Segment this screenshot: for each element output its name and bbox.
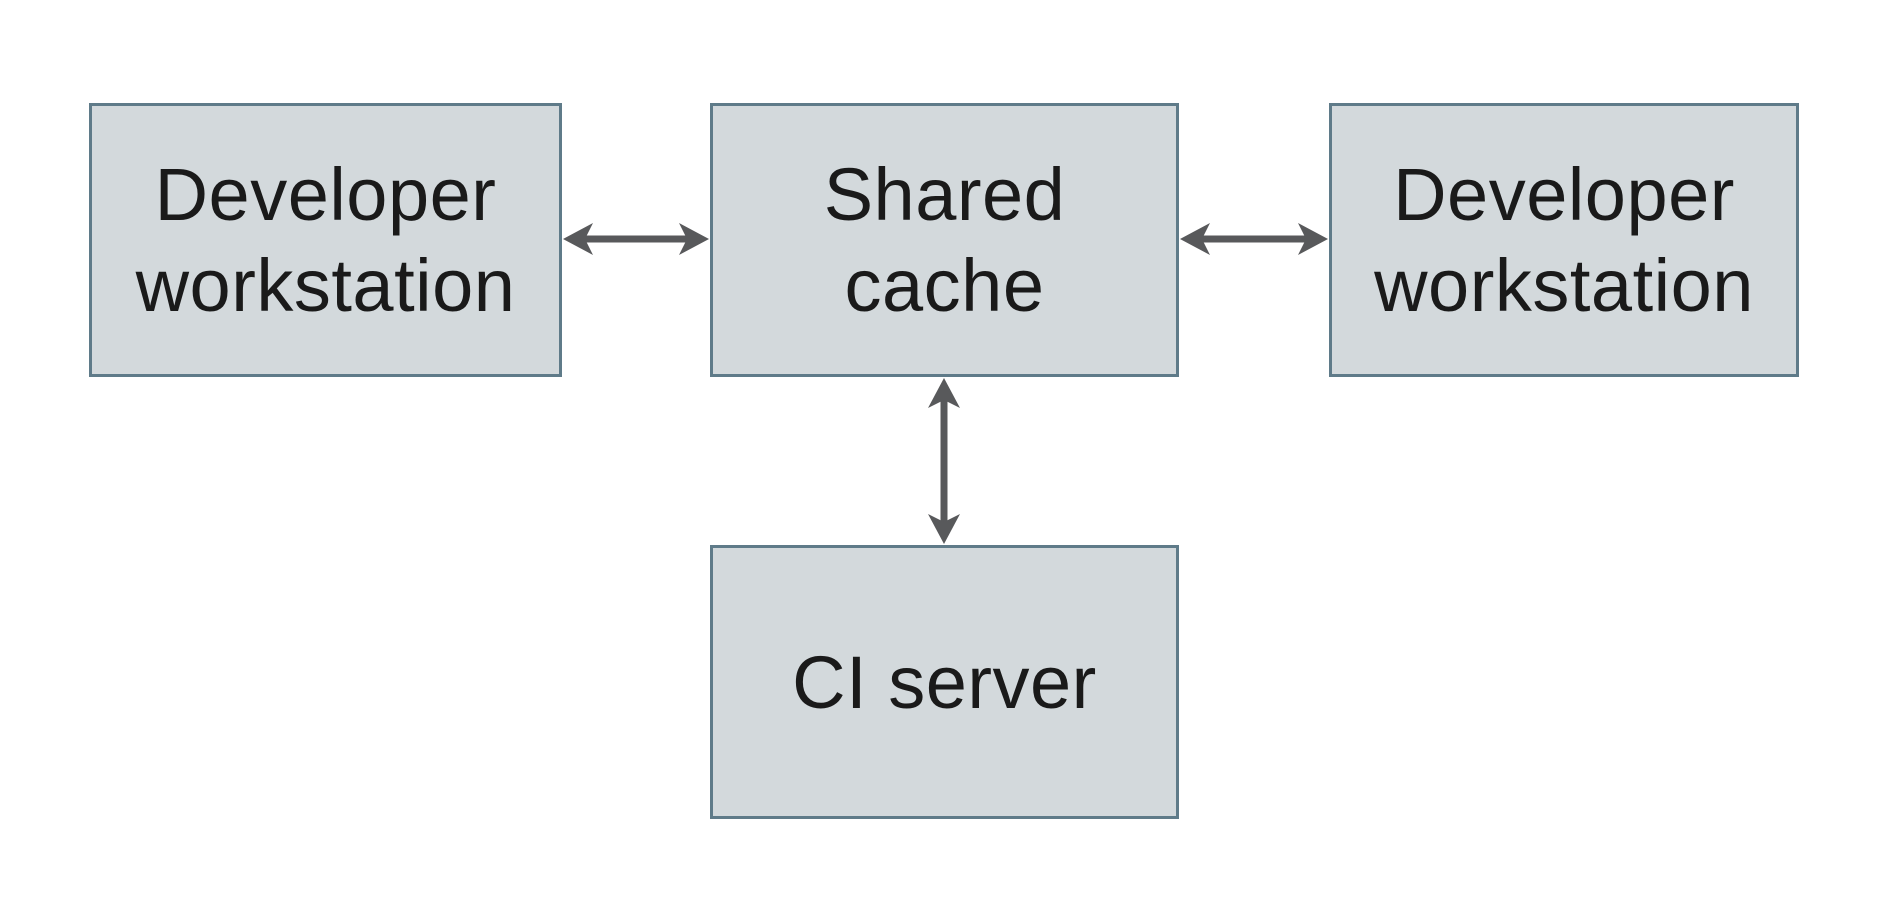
edge-devleft-cache xyxy=(563,223,709,255)
node-label-line: workstation xyxy=(135,244,516,327)
arrowhead-right-icon xyxy=(679,223,709,255)
arrowhead-left-icon xyxy=(563,223,593,255)
arrowhead-up-icon xyxy=(928,378,960,408)
arrowhead-right-icon xyxy=(1298,223,1328,255)
node-label-line: Developer xyxy=(1393,153,1735,236)
edge-cache-ci xyxy=(928,378,960,544)
node-label-line: Shared xyxy=(823,153,1066,236)
node-developer-workstation-right: Developer workstation xyxy=(1329,103,1799,377)
node-label-line: cache xyxy=(844,244,1045,327)
node-ci-server: CI server xyxy=(710,545,1179,819)
node-label-line: Developer xyxy=(154,153,497,236)
node-developer-workstation-left: Developer workstation xyxy=(89,103,562,377)
edge-cache-devright xyxy=(1180,223,1328,255)
arrowhead-left-icon xyxy=(1180,223,1210,255)
node-label-line: workstation xyxy=(1374,244,1754,327)
node-label-line: CI server xyxy=(792,640,1097,724)
node-shared-cache: Shared cache xyxy=(710,103,1179,377)
arrowhead-down-icon xyxy=(928,514,960,544)
